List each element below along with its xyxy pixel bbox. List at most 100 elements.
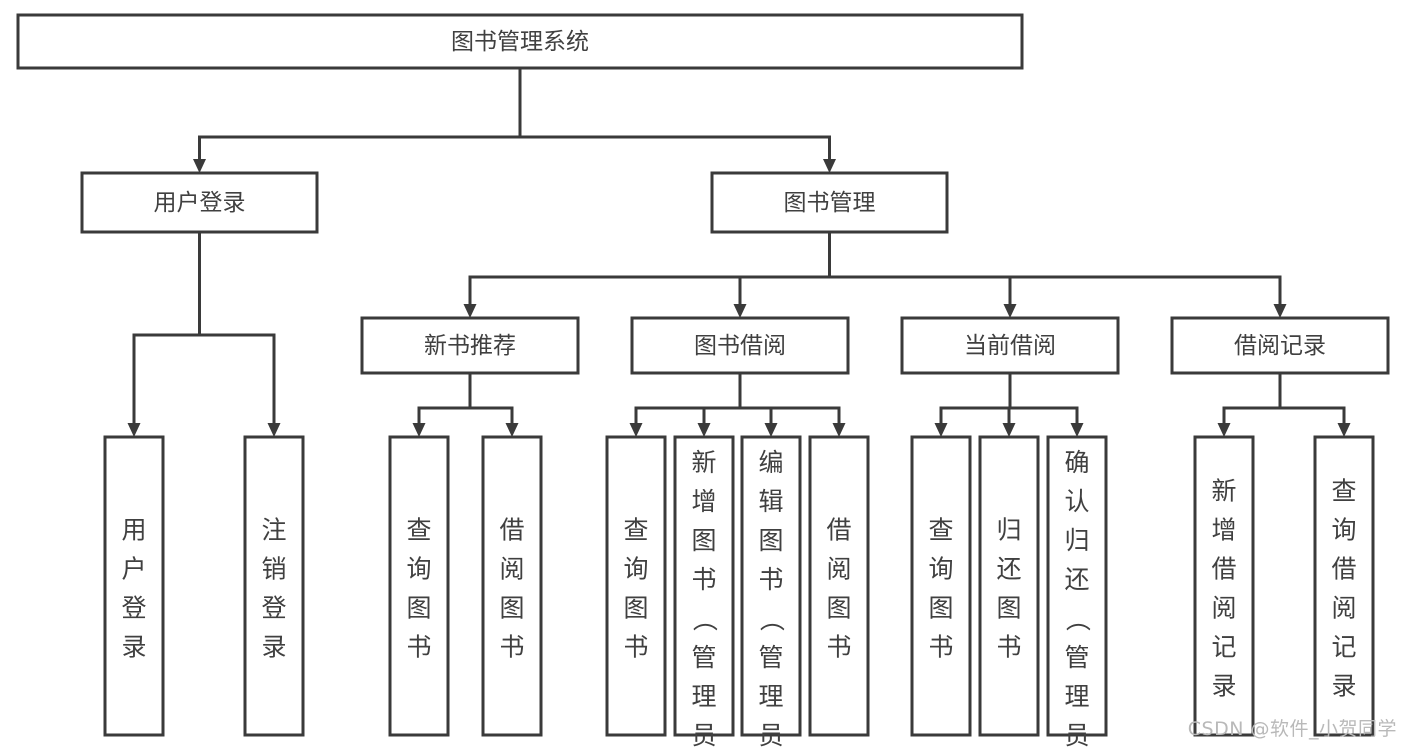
leaf-label-char: 注	[261, 515, 286, 544]
leaf-label-char: 书	[826, 632, 851, 661]
leaf-label-char: 书	[499, 632, 524, 661]
node-rect	[808, 435, 870, 737]
leaf-label-char: 书	[623, 632, 648, 661]
leaf-label-char: 借	[1211, 554, 1236, 583]
leaf-label-char: 辑	[758, 487, 783, 516]
node-rect	[388, 435, 450, 737]
leaf-label-char: 员	[1064, 721, 1089, 747]
node-rect	[605, 435, 667, 737]
leaf-label-char: 询	[928, 554, 953, 583]
level3-node-1[interactable]: 图书借阅	[630, 316, 850, 375]
node-rect	[481, 435, 543, 737]
node-label: 图书借阅	[694, 333, 786, 359]
leaf-label-char: 书	[758, 565, 783, 594]
leaf-label-char: 登	[261, 593, 286, 622]
leaf-label-char: 询	[406, 554, 431, 583]
level3-node-0[interactable]: 新书推荐	[360, 316, 580, 375]
leaf-label-char: 查	[623, 515, 648, 544]
arrow-head-icon	[1337, 423, 1351, 437]
leaf-label-char: 增	[1211, 515, 1236, 544]
leaf-label-char: 用	[121, 515, 146, 544]
leaf-label-char: （	[757, 606, 786, 631]
arrow-head-icon	[733, 304, 747, 318]
arrow-head-icon	[1070, 423, 1084, 437]
leaf-label-char: 还	[996, 554, 1021, 583]
leaf-label-char: 阅	[826, 554, 851, 583]
leaf-label-char: 新	[1211, 476, 1236, 505]
leaf-label-char: 理	[1064, 682, 1089, 711]
node-rect	[740, 435, 802, 737]
node-rect	[630, 316, 850, 375]
leaf-label-char: 图	[826, 593, 851, 622]
level3-node-2[interactable]: 当前借阅	[900, 316, 1120, 375]
arrow-head-icon	[1217, 423, 1231, 437]
leaf-label-char: 借	[826, 515, 851, 544]
leaf-label-char: 阅	[1211, 593, 1236, 622]
level3-node-3[interactable]: 借阅记录	[1170, 316, 1390, 375]
leaf-label-char: 书	[691, 565, 716, 594]
node-label: 用户登录	[154, 190, 246, 216]
level2-node-1[interactable]: 图书管理	[710, 171, 949, 234]
node-rect	[910, 435, 972, 737]
leaf-label-char: 图	[996, 593, 1021, 622]
leaf-label-char: 录	[1211, 671, 1236, 700]
leaf-label-char: 图	[691, 526, 716, 555]
leaf-label-char: 查	[406, 515, 431, 544]
node-rect	[710, 171, 949, 234]
leaf-node-0[interactable]: 用户登录	[103, 435, 165, 737]
node-rect	[1046, 435, 1108, 737]
arrow-head-icon	[267, 423, 281, 437]
leaf-label-char: 询	[623, 554, 648, 583]
leaf-label-char: 询	[1331, 515, 1356, 544]
node-label: 当前借阅	[964, 333, 1056, 359]
leaf-label-char: 确	[1064, 448, 1089, 477]
arrow-head-icon	[629, 423, 643, 437]
node-rect	[900, 316, 1120, 375]
root-node-book-management-system[interactable]: 图书管理系统	[16, 13, 1024, 70]
leaf-label-char: （	[690, 606, 719, 631]
leaf-label-char: 阅	[499, 554, 524, 583]
arrow-head-icon	[832, 423, 846, 437]
leaf-label-char: 阅	[1331, 593, 1356, 622]
node-label: 图书管理系统	[451, 29, 589, 55]
leaf-label-char: 员	[691, 721, 716, 747]
node-rect	[16, 13, 1024, 70]
node-rect	[673, 435, 735, 737]
leaf-label-char: 图	[623, 593, 648, 622]
leaf-label-char: 录	[121, 632, 146, 661]
arrow-head-icon	[1002, 423, 1016, 437]
leaf-label-char: 编	[758, 448, 783, 477]
arrow-head-icon	[934, 423, 948, 437]
connector-layer	[127, 66, 1351, 437]
node-layer: 图书管理系统用户登录图书管理新书推荐图书借阅当前借阅借阅记录用户登录注销登录查询…	[16, 13, 1390, 747]
leaf-label-char: 查	[928, 515, 953, 544]
leaf-label-char: 还	[1064, 565, 1089, 594]
leaf-label-char: 管	[691, 643, 716, 672]
leaf-label-char: 记	[1211, 632, 1236, 661]
leaf-label-char: 归	[1064, 526, 1089, 555]
leaf-label-char: 图	[406, 593, 431, 622]
leaf-label-char: 图	[499, 593, 524, 622]
leaf-label-char: 录	[1331, 671, 1356, 700]
level2-node-0[interactable]: 用户登录	[80, 171, 319, 234]
leaf-label-char: 增	[691, 487, 716, 516]
node-rect	[80, 171, 319, 234]
leaf-label-char: 销	[261, 554, 286, 583]
node-rect	[103, 435, 165, 737]
leaf-label-char: 书	[406, 632, 431, 661]
arrow-head-icon	[193, 159, 206, 173]
